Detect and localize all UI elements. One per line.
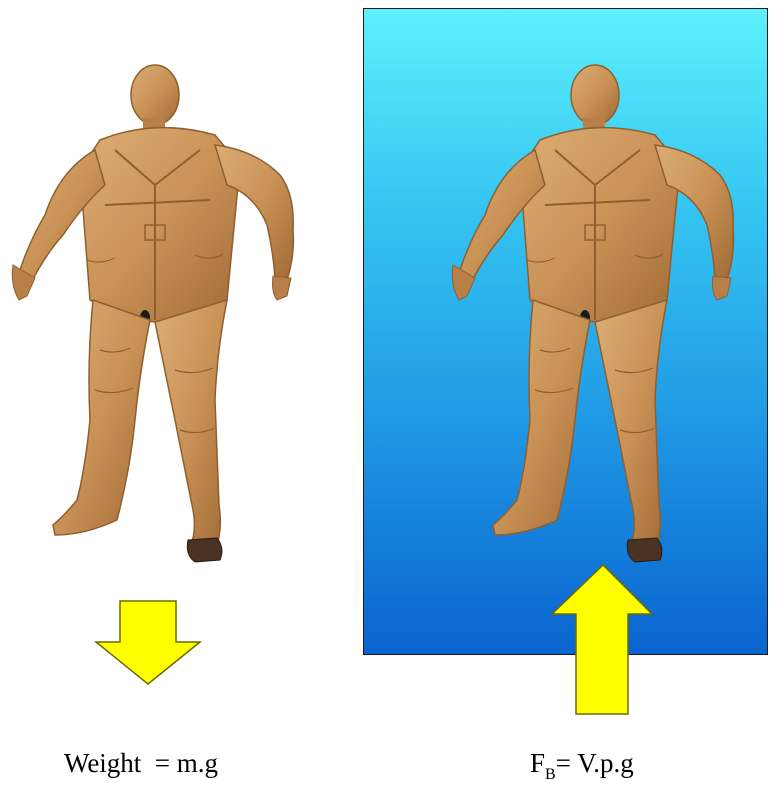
suited-figure-icon bbox=[0, 0, 310, 580]
buoyancy-equation: FB= V.p.g bbox=[530, 748, 634, 779]
weight-equation: Weight = m.g bbox=[64, 748, 218, 779]
suited-figure-icon bbox=[440, 0, 750, 580]
air-panel bbox=[0, 0, 360, 787]
buoyancy-formula: = V.p.g bbox=[556, 748, 634, 778]
up-arrow-icon bbox=[548, 562, 658, 718]
down-arrow-icon bbox=[92, 598, 204, 688]
buoyancy-symbol: F bbox=[530, 748, 545, 778]
buoyancy-subscript: B bbox=[545, 766, 556, 783]
